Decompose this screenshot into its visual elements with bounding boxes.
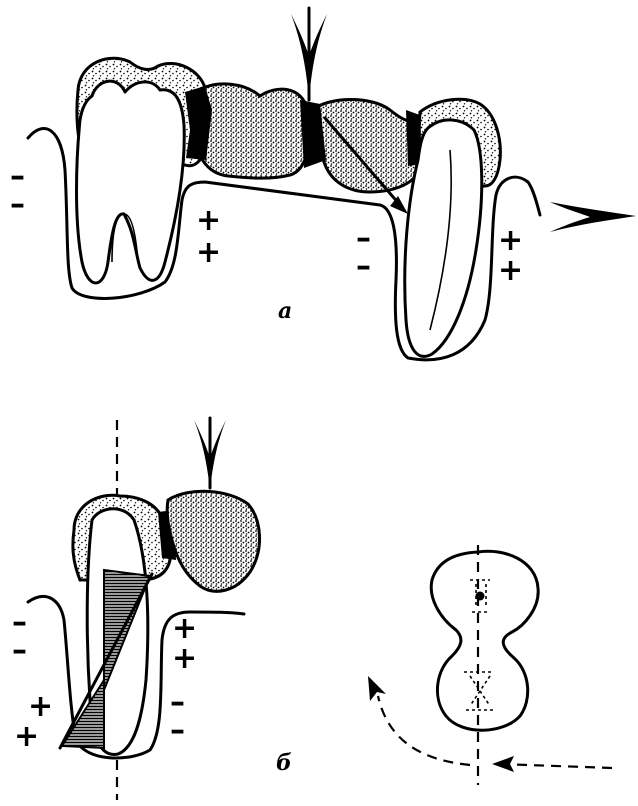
cross-section-view — [431, 545, 538, 785]
sign-molar-distal-plus-1: + — [196, 203, 221, 238]
pontic-a — [195, 84, 309, 178]
pontic-c — [167, 491, 259, 591]
sign-molar-distal-plus-2: + — [196, 235, 221, 270]
displacement-arrow-head — [550, 202, 636, 232]
load-arrow-a — [291, 8, 327, 100]
rotation-head-right — [492, 756, 514, 772]
pontic-b — [312, 100, 420, 193]
cross-section-center-dot — [476, 592, 485, 601]
sign-b-left-minus-2: – — [12, 633, 27, 668]
molar-tooth-a — [77, 81, 185, 283]
caption-b: б — [276, 750, 292, 776]
sign-b-right-plus-2: + — [172, 641, 197, 676]
rotation-head-left — [368, 676, 386, 701]
caption-a: а — [278, 298, 292, 324]
sign-b-left-plus-2: + — [14, 719, 39, 754]
load-arrow-b — [194, 418, 226, 490]
sign-canine-mesial-minus-2: – — [356, 249, 371, 284]
sign-molar-mesial-minus-2: – — [10, 187, 25, 222]
rotation-path-horizontal — [500, 764, 612, 768]
sign-b-right-minus-2: – — [170, 713, 185, 748]
sign-canine-distal-plus-2: + — [498, 253, 523, 288]
displacement-arrow-icon — [550, 202, 636, 232]
cross-section-outline — [431, 551, 538, 730]
stress-triangle-lower — [62, 680, 104, 748]
